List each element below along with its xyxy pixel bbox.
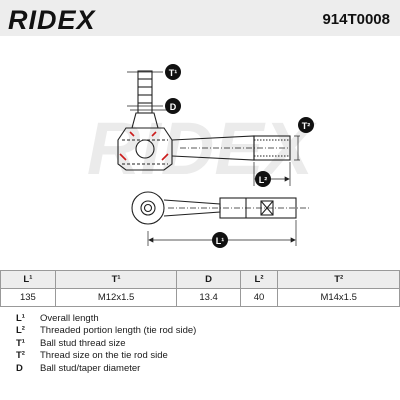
label-t1: T¹ [165,64,181,80]
svg-text:L²: L² [259,175,268,185]
table-header: L² [239,270,279,289]
svg-text:T¹: T¹ [169,68,178,78]
label-d: D [165,98,181,114]
legend-code: T² [16,350,25,362]
table-cell: M12x1.5 [54,288,178,307]
part-number: 914T0008 [322,11,390,28]
label-l2: L² [255,171,271,187]
legend-code: L¹ [16,312,25,324]
table-header-row: L¹ T¹ D L² T² [0,270,400,289]
side-dimensions [127,71,300,161]
label-l1: L¹ [212,232,228,248]
table-row: 135 M12x1.5 13.4 40 M14x1.5 [0,288,400,307]
watermark: RIDEX [87,107,318,190]
svg-text:L¹: L¹ [216,236,225,246]
header-bar: RIDEX 914T0008 [0,0,400,36]
legend-item: D Ball stud/taper diameter [16,362,196,375]
spec-table: L¹ T¹ D L² T² 135 M12x1.5 13.4 40 M14x1.… [0,270,400,307]
legend-item: L² Threaded portion length (tie rod side… [16,325,196,338]
svg-text:D: D [170,102,177,112]
legend-text: Ball stud thread size [40,337,126,349]
table-cell: 13.4 [176,288,241,307]
technical-drawing: RIDEX [87,64,318,248]
table-cell: M14x1.5 [277,288,400,307]
legend-item: L¹ Overall length [16,312,196,325]
legend-item: T² Thread size on the tie rod side [16,350,196,363]
legend-code: L² [16,325,25,337]
svg-text:T²: T² [302,121,311,131]
legend-item: T¹ Ball stud thread size [16,337,196,350]
legend-text: Overall length [40,312,99,324]
legend-text: Thread size on the tie rod side [40,350,168,362]
side-view [117,70,291,171]
legend-code: T¹ [16,337,25,349]
table-header: D [176,270,241,289]
legend-text: Threaded portion length (tie rod side) [40,325,197,337]
table-cell: 135 [0,288,56,307]
label-t2: T² [298,117,314,133]
top-view [131,191,310,225]
brand-logo: RIDEX [8,5,96,35]
table-cell: 40 [239,288,279,307]
table-header: T¹ [54,270,178,289]
legend: L¹ Overall length L² Threaded portion le… [16,312,196,375]
table-header: L¹ [0,270,56,289]
legend-text: Ball stud/taper diameter [40,362,141,374]
table-header: T² [277,270,400,289]
legend-code: D [16,362,23,374]
